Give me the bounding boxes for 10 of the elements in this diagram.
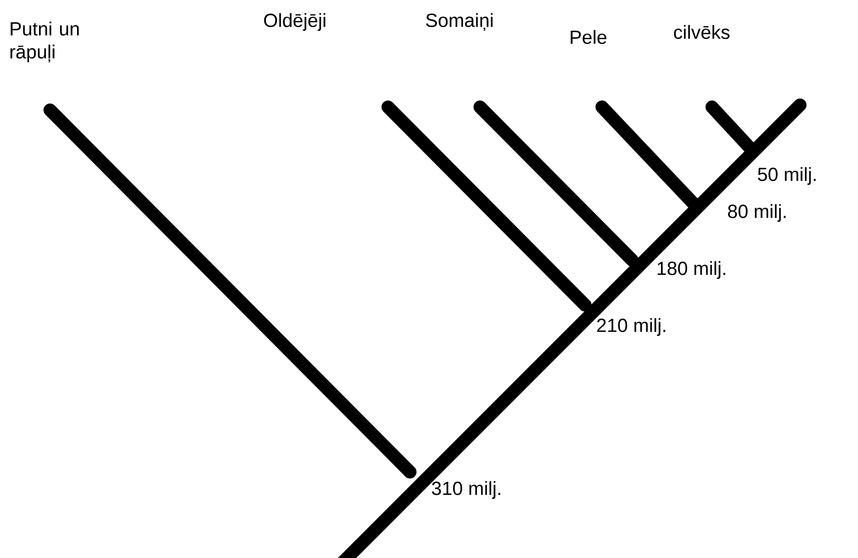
time-label: 180 milj.: [658, 261, 726, 279]
time-label: 80 milj.: [728, 204, 786, 222]
taxon-label: Oldējēji: [264, 13, 326, 31]
time-label: 50 milj.: [758, 167, 816, 185]
taxon-label: cilvēks: [674, 25, 730, 39]
taxon-label: Somaiņi: [426, 13, 493, 31]
time-label: 310 milj.: [432, 481, 500, 499]
taxon-label: Pele: [570, 30, 606, 44]
taxon-label: Putni un rāpuļi: [10, 22, 79, 62]
time-label: 210 milj.: [597, 318, 666, 336]
